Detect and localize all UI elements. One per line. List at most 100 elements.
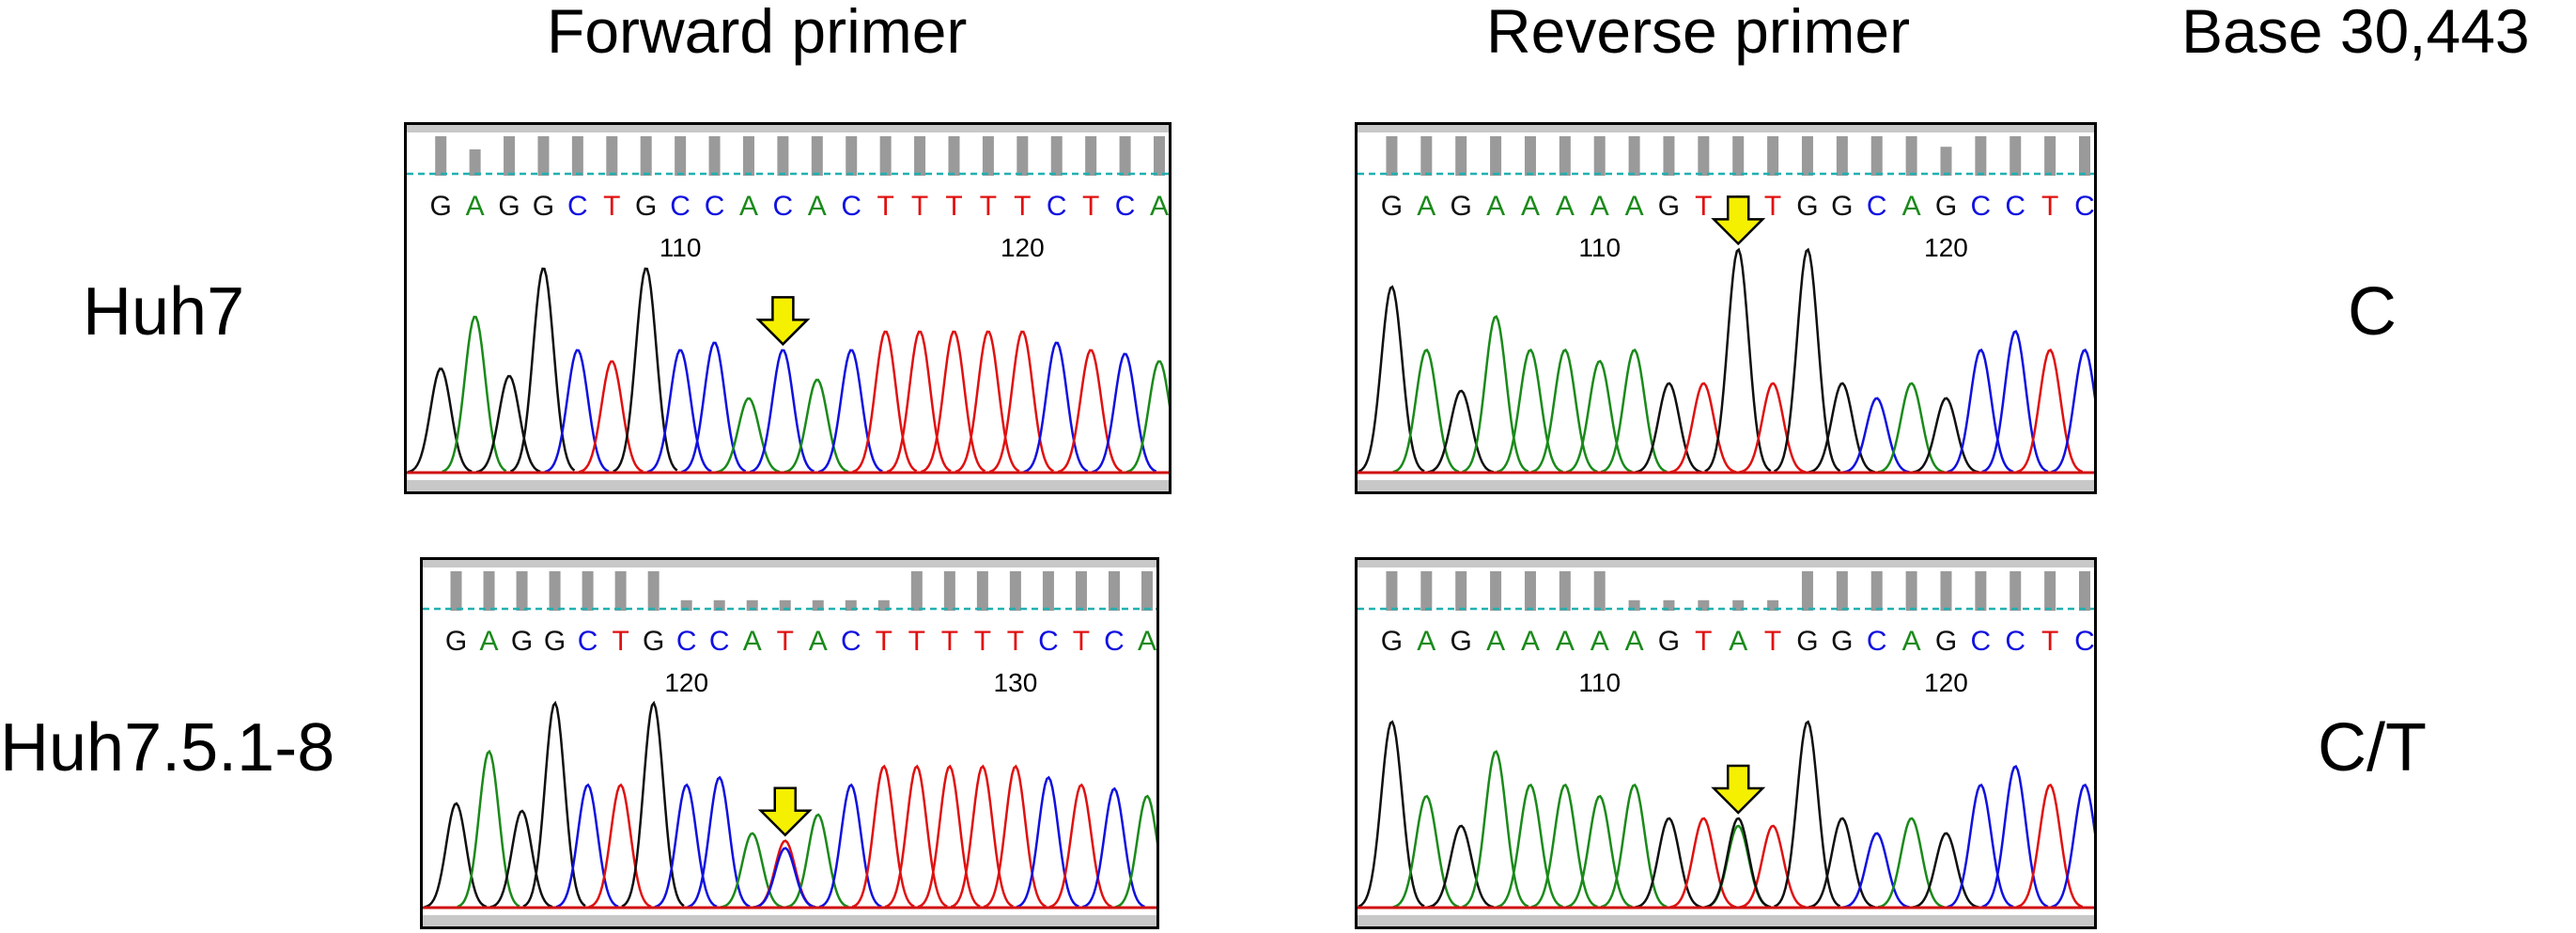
- quality-bar: [1593, 571, 1606, 611]
- quality-bar: [1420, 136, 1433, 176]
- forward-primer-header: Forward primer: [547, 0, 968, 66]
- quality-bar: [675, 136, 687, 176]
- base-letter: C: [2005, 626, 2025, 657]
- quality-bar: [1420, 571, 1433, 611]
- trace-peak: [2051, 348, 2094, 474]
- trace-peak-secondary: [1704, 816, 1772, 909]
- quality-bar: [1042, 571, 1054, 611]
- base-letter: G: [511, 626, 533, 657]
- trace-peak: [1023, 341, 1089, 474]
- base-letter: G: [643, 626, 664, 657]
- trace-peak: [509, 267, 576, 473]
- base-letter: G: [1831, 626, 1853, 657]
- trace-peak: [457, 749, 520, 909]
- quality-bar: [640, 136, 652, 176]
- quality-bar: [516, 571, 528, 611]
- quality-bar: [976, 571, 988, 611]
- trace-peak: [1774, 720, 1841, 908]
- quality-bar: [1085, 136, 1097, 176]
- trace-peak: [442, 316, 507, 474]
- quality-bar: [846, 136, 858, 176]
- top-border-strip: [1358, 560, 2094, 568]
- base-letter: C: [2074, 191, 2094, 222]
- base-letter: G: [1935, 626, 1957, 657]
- trace-peak: [2051, 783, 2094, 909]
- quality-bar: [1698, 136, 1710, 176]
- quality-bar: [1628, 599, 1640, 611]
- trace-peak: [1358, 720, 1425, 908]
- quality-bar: [1767, 599, 1779, 611]
- base-letter: A: [1417, 191, 1435, 222]
- base-letter: C: [1971, 191, 1992, 222]
- reverse-primer-header: Reverse primer: [1486, 0, 1911, 66]
- quality-bar: [469, 149, 481, 176]
- trace-peak: [1092, 352, 1157, 474]
- trace-peak: [818, 783, 882, 909]
- trace-peak: [1635, 381, 1702, 474]
- trace-peak: [544, 349, 610, 474]
- base-letter: A: [1486, 626, 1505, 657]
- quality-bar: [2079, 136, 2090, 176]
- trace-peak: [687, 775, 751, 909]
- variant-arrow-icon: [1711, 195, 1766, 246]
- base-letter: C: [1867, 191, 1887, 222]
- base-letter: A: [1521, 626, 1540, 657]
- base-letter: G: [533, 191, 554, 222]
- quality-bar: [1767, 136, 1779, 176]
- trace-peak: [1773, 247, 1841, 473]
- trace-peak: [1462, 750, 1529, 909]
- trace-peak: [988, 330, 1055, 474]
- base-letter: T: [1695, 626, 1712, 657]
- quality-bar: [812, 599, 824, 611]
- position-tick-label: 110: [1578, 668, 1621, 697]
- bottom-border-strip: [1358, 915, 2094, 926]
- base-letter: T: [877, 191, 893, 222]
- trace-peak: [753, 839, 816, 909]
- quality-bar: [1386, 571, 1398, 611]
- trace-peak: [424, 801, 488, 909]
- trace-peak: [1600, 783, 1668, 909]
- trace-peak: [2016, 348, 2084, 474]
- row-label-huh7: Huh7: [83, 274, 245, 350]
- quality-bar: [1905, 571, 1917, 611]
- quality-bar: [982, 136, 994, 176]
- trace-peak: [851, 764, 915, 909]
- base-letter: C: [1971, 626, 1992, 657]
- variant-arrow-icon: [1711, 764, 1766, 815]
- quality-bar: [1836, 136, 1848, 176]
- chromatogram-plot: GAGAAAAAGTGTGGCAGCCTC110120: [1358, 125, 2094, 491]
- quality-bar: [1524, 136, 1536, 176]
- bottom-border-strip: [423, 915, 1156, 926]
- quality-bar: [1386, 136, 1398, 176]
- base-letter: A: [1556, 191, 1575, 222]
- quality-bar: [571, 136, 583, 176]
- position-tick-label: 120: [1924, 668, 1968, 697]
- quality-bar: [2044, 571, 2056, 611]
- quality-bar: [2010, 136, 2022, 176]
- quality-bar: [680, 599, 692, 611]
- base-letter: T: [974, 626, 991, 657]
- trace-peak: [1048, 783, 1112, 909]
- trace-peak: [983, 764, 1047, 909]
- position-tick-label: 120: [1001, 233, 1045, 262]
- position-tick-label: 110: [660, 233, 702, 262]
- quality-bar: [1490, 136, 1502, 176]
- base-letter: C: [670, 191, 691, 222]
- base-letter: T: [2041, 191, 2058, 222]
- base-letter: A: [1625, 626, 1644, 657]
- base-letter: A: [1150, 191, 1169, 222]
- trace-peak: [1704, 247, 1772, 473]
- trace-peak: [1808, 381, 1875, 474]
- trace-peak: [578, 360, 644, 474]
- trace-peak: [1739, 381, 1807, 474]
- trace-peak: [1877, 381, 1945, 474]
- base-letter: C: [676, 626, 697, 657]
- quality-bar: [746, 599, 758, 611]
- base-letter: T: [2041, 626, 2058, 657]
- quality-bar: [1870, 571, 1883, 611]
- trace-peak: [1497, 783, 1563, 909]
- base-letter: G: [430, 191, 452, 222]
- quality-bar: [435, 136, 447, 176]
